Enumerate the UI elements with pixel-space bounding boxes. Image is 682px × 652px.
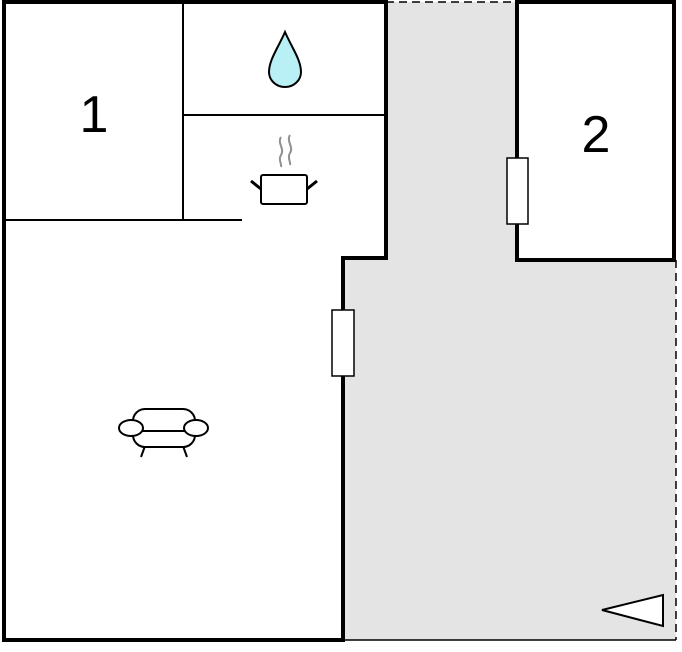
door [331,309,355,377]
water-drop-icon [267,29,303,88]
viewpoint-triangle-icon [601,593,664,628]
door [506,157,529,225]
cooking-pot-icon [250,134,318,205]
armchair-icon [118,408,209,458]
terrace-area [343,2,676,640]
room-2-label: 2 [582,106,611,164]
room-2-walls [515,0,676,262]
main-building-walls [2,0,388,642]
room-1-label: 1 [80,86,109,144]
